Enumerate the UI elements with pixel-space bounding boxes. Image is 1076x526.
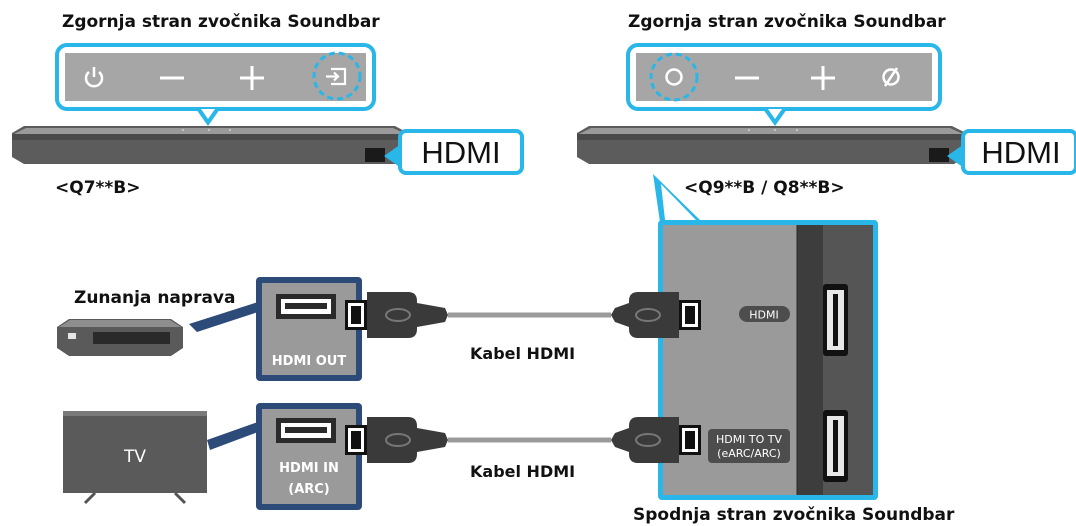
source-icon[interactable] [326,67,347,86]
mic-off-icon[interactable] [882,67,900,87]
tv-icon: TV [63,411,207,505]
external-device-icon [57,319,183,356]
q9-top-label: Zgornja stran zvočnika Soundbar [628,12,946,32]
q7-top-label: Zgornja stran zvočnika Soundbar [62,12,380,32]
volume-up-icon[interactable] [811,66,835,90]
q9-soundbar-body [577,126,966,164]
port-label-earc: (eARC/ARC) [717,447,781,460]
soundbar-hdmi-to-tv-port [823,410,848,482]
hdmi-out-label: HDMI OUT [272,354,347,369]
q7-hdmi-label: HDMI [421,135,500,170]
cable-bottom-label: Kabel HDMI [470,462,575,481]
hdmi-cable-bottom [345,417,701,463]
q9-model-label: <Q9**B / Q8**B> [684,178,845,198]
arc-label: (ARC) [288,482,330,497]
external-device-label: Zunanja naprava [74,288,235,308]
hdmi-cable-top [345,292,701,338]
multi-function-icon[interactable] [665,68,683,86]
port-label-hdmi-to-tv: HDMI TO TV [716,433,783,446]
soundbar-hdmi-port [823,284,848,356]
q7-model-label: <Q7**B> [55,178,141,198]
port-label-hdmi: HDMI [749,309,778,322]
q9-hdmi-callout: HDMI [947,129,1076,175]
hdmi-out-port-box: HDMI OUT [256,277,362,381]
hdmi-in-port-box: HDMI IN (ARC) [256,403,362,510]
volume-up-icon[interactable] [240,66,264,90]
cable-top-label: Kabel HDMI [470,344,575,363]
q9-hdmi-label: HDMI [981,135,1060,170]
hdmi-in-label: HDMI IN [279,461,339,476]
tv-label: TV [123,447,146,467]
bottom-panel-label: Spodnja stran zvočnika Soundbar [633,505,955,525]
q7-soundbar-body [12,126,408,164]
q7-hdmi-callout: HDMI [384,129,524,175]
q7-button-panel [55,43,376,111]
q9-button-panel [626,43,942,111]
power-icon[interactable] [84,67,104,88]
